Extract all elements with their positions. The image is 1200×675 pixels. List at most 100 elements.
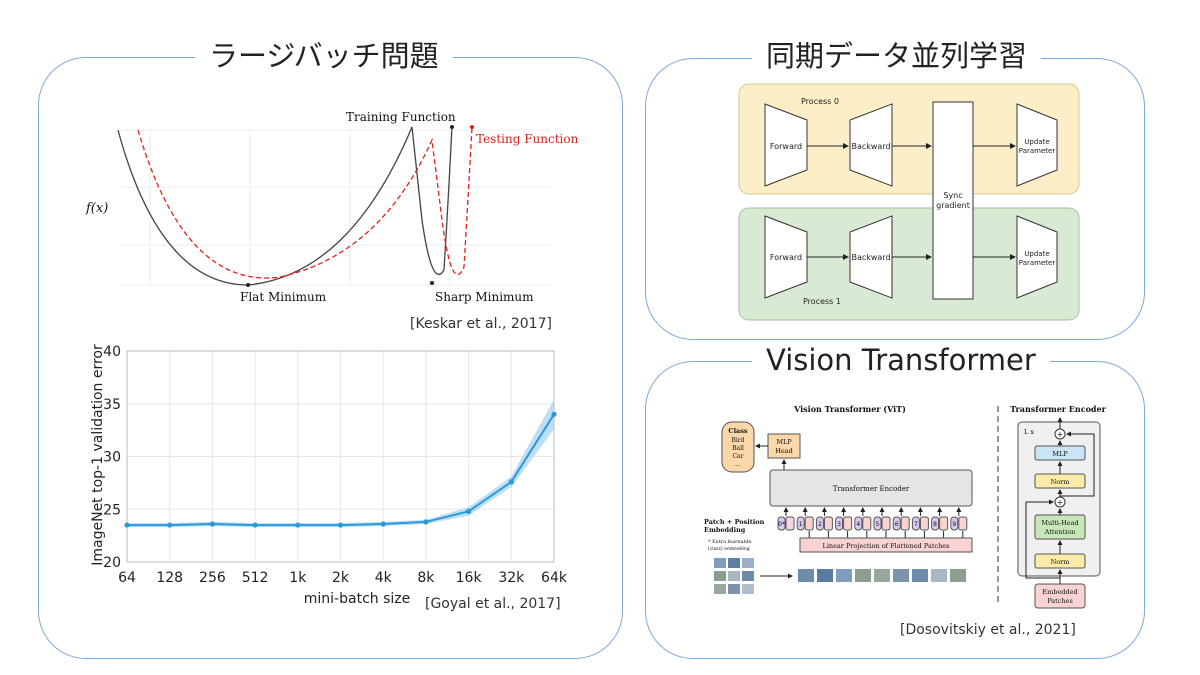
enc-norm-top-label: Norm (1051, 478, 1070, 486)
y-tick-label: 30 (103, 450, 121, 466)
class-label: Class (728, 427, 748, 435)
position-embedding-token (854, 516, 863, 531)
class-ball: Ball (732, 445, 744, 452)
mlp-head-line2: Head (775, 447, 793, 455)
token-id-label: 4 (856, 521, 860, 528)
patch-token (900, 516, 910, 531)
large-batch-title: ラージバッチ問題 (195, 38, 453, 74)
data-point (252, 522, 258, 528)
extra-learnable-line2: [class] embedding (708, 546, 750, 552)
update-label-p1-line2: Parameter (1019, 259, 1056, 267)
x-tick-label: 4k (375, 570, 393, 586)
forward-block-p1 (764, 215, 808, 299)
linear-projection-label: Linear Projection of Flattened Patches (823, 542, 950, 550)
add-plus-top: + (1057, 430, 1064, 439)
chart-xlabel: mini-batch size (304, 591, 410, 607)
process0-box (738, 83, 1080, 195)
token-id-label: 3 (837, 521, 841, 528)
update-block-p1 (1016, 215, 1058, 299)
token-id-label: 9 (952, 521, 956, 528)
forward-block-p0 (764, 103, 808, 187)
position-embedding-token (950, 516, 959, 531)
transformer-encoder-label: Transformer Encoder (833, 485, 910, 493)
input-image-grid (714, 558, 754, 594)
data-point (167, 522, 173, 528)
token-id-label: 8 (933, 521, 937, 528)
sync-label-line1: Sync (943, 191, 962, 200)
sharp-minimum-label: Sharp Minimum (435, 290, 534, 304)
class-output-box (721, 421, 755, 473)
vit-diagram: Vision Transformer (ViT) Transformer Enc… (704, 404, 1107, 609)
embedded-patches-line2: Patches (1047, 597, 1073, 605)
class-car: Car (732, 453, 743, 460)
goyal-citation: [Goyal et al., 2017] (425, 596, 561, 612)
training-curve (117, 126, 453, 286)
patch-token (843, 516, 853, 531)
transformer-encoder-box (769, 469, 973, 507)
data-point (295, 522, 301, 528)
class-ellipsis: ... (735, 461, 741, 468)
sync-gradient-box (932, 101, 974, 300)
patch-token (862, 516, 872, 531)
position-embedding-token (892, 516, 901, 531)
patch-token (958, 516, 968, 531)
encoder-heading: Transformer Encoder (1010, 404, 1106, 414)
position-embedding-token (835, 516, 844, 531)
y-tick-label: 40 (103, 344, 121, 360)
enc-norm-bottom-label: Norm (1051, 558, 1070, 566)
update-label-p1-line1: Update (1024, 250, 1049, 258)
testing-function-label: Testing Function (476, 132, 579, 146)
backward-label-p0: Backward (851, 142, 890, 151)
flat-minimum-label: Flat Minimum (240, 290, 327, 304)
testing-top-dot (470, 125, 474, 129)
training-function-label: Training Function (346, 110, 456, 124)
update-label-p0-line1: Update (1024, 138, 1049, 146)
enc-mha-line2: Attention (1044, 528, 1076, 536)
x-tick-label: 32k (498, 570, 525, 586)
token-id-label: 6 (895, 521, 899, 528)
x-tick-label: 256 (199, 570, 226, 586)
mlp-head-line1: MLP (776, 438, 792, 446)
mlp-head-box (767, 433, 801, 459)
x-tick-label: 2k (332, 570, 350, 586)
flat-minimum-dot (246, 283, 250, 287)
patch-token (785, 516, 795, 531)
x-tick-label: 64k (541, 570, 568, 586)
update-block-p0 (1016, 103, 1058, 187)
enc-mha-line1: Multi-Head (1041, 519, 1078, 527)
token-id-label: 5 (876, 521, 880, 528)
token-id-label: 0* (778, 521, 785, 528)
vit-title: Vision Transformer (752, 342, 1050, 378)
position-embedding-token (777, 516, 786, 531)
large-batch-panel (38, 57, 623, 659)
backward-label-p1: Backward (851, 253, 890, 262)
testing-curve (137, 126, 473, 279)
y-tick-label: 35 (103, 397, 121, 413)
data-point (209, 521, 215, 527)
plot-frame (126, 350, 555, 563)
position-embedding-token (873, 516, 882, 531)
embedded-patches-line1: Embedded (1042, 588, 1077, 596)
chart-ylabel: ImageNet top-1 validation error (90, 344, 106, 566)
position-embedding-token (931, 516, 940, 531)
y-tick-label: 25 (103, 502, 121, 518)
patch-token (804, 516, 814, 531)
patch-token (919, 516, 929, 531)
add-plus-mid: + (1057, 498, 1064, 507)
patch-strip (798, 569, 966, 582)
linear-projection-box (799, 537, 973, 553)
backward-block-p0 (849, 103, 893, 187)
vit-heading: Vision Transformer (ViT) (793, 404, 906, 414)
fx-label: f(x) (85, 201, 108, 216)
position-embedding-token (911, 516, 920, 531)
patch-embedding-line1: Patch + Position (704, 518, 765, 526)
data-point (337, 522, 344, 528)
class-bird: Bird (731, 437, 744, 444)
training-top-dot (450, 125, 454, 129)
data-point (124, 522, 130, 528)
sync-diagram: Process 0 Process 1 Sync gradient Forwar… (738, 83, 1080, 321)
x-tick-label: 1k (289, 570, 307, 586)
x-tick-label: 128 (156, 570, 183, 586)
update-label-p0-line2: Parameter (1019, 147, 1056, 155)
